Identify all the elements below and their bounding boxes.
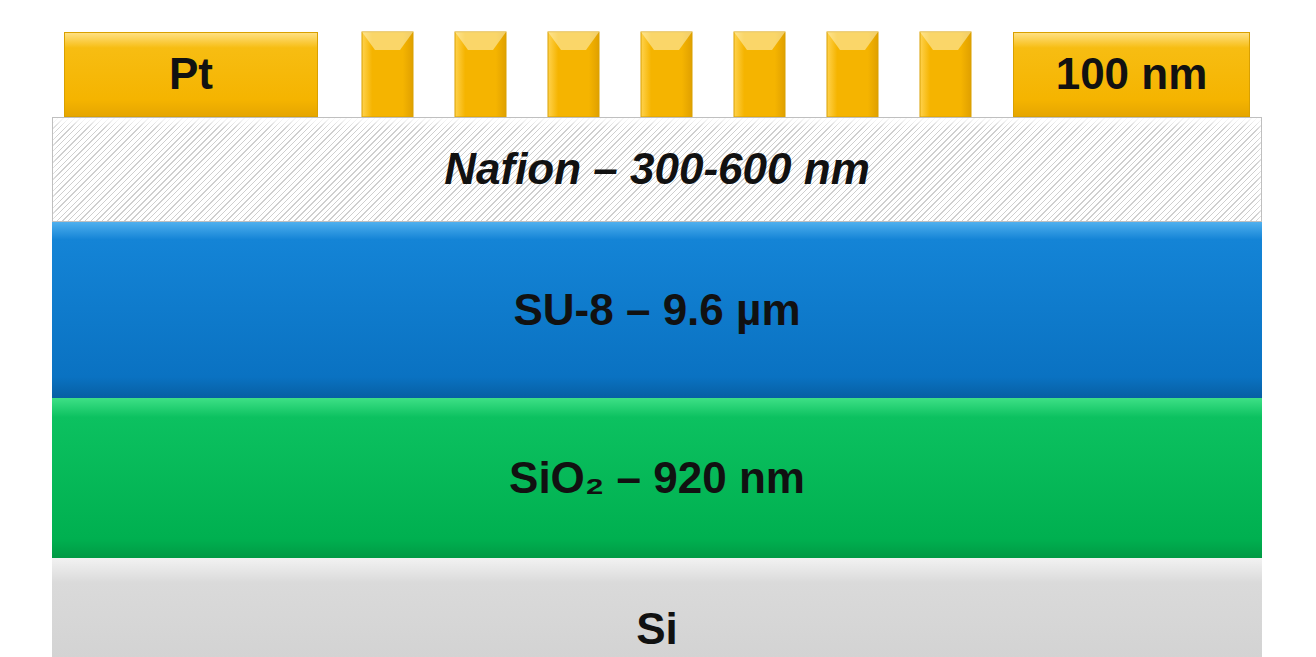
pt-finger (827, 32, 878, 117)
layer-label: 100 nm (1056, 50, 1208, 98)
si-substrate: Si (52, 558, 1262, 657)
pt-finger (734, 32, 785, 117)
layer-label: Si (636, 605, 678, 653)
su8-layer: SU-8 – 9.6 µm (52, 222, 1262, 398)
layer-label: Nafion – 300-600 nm (444, 145, 870, 193)
sio2-layer: SiO₂ – 920 nm (52, 398, 1262, 558)
pt-finger (362, 32, 413, 117)
pt-finger (920, 32, 971, 117)
layer-label: Pt (169, 50, 213, 98)
pt-pad: Pt (64, 32, 318, 117)
layer-label: SU-8 – 9.6 µm (513, 286, 800, 334)
pt-finger (455, 32, 506, 117)
layer-label: SiO₂ – 920 nm (509, 454, 805, 502)
nafion-layer: Nafion – 300-600 nm (52, 117, 1262, 222)
pt-finger (548, 32, 599, 117)
pt-finger (641, 32, 692, 117)
pt-pad: 100 nm (1013, 32, 1250, 117)
